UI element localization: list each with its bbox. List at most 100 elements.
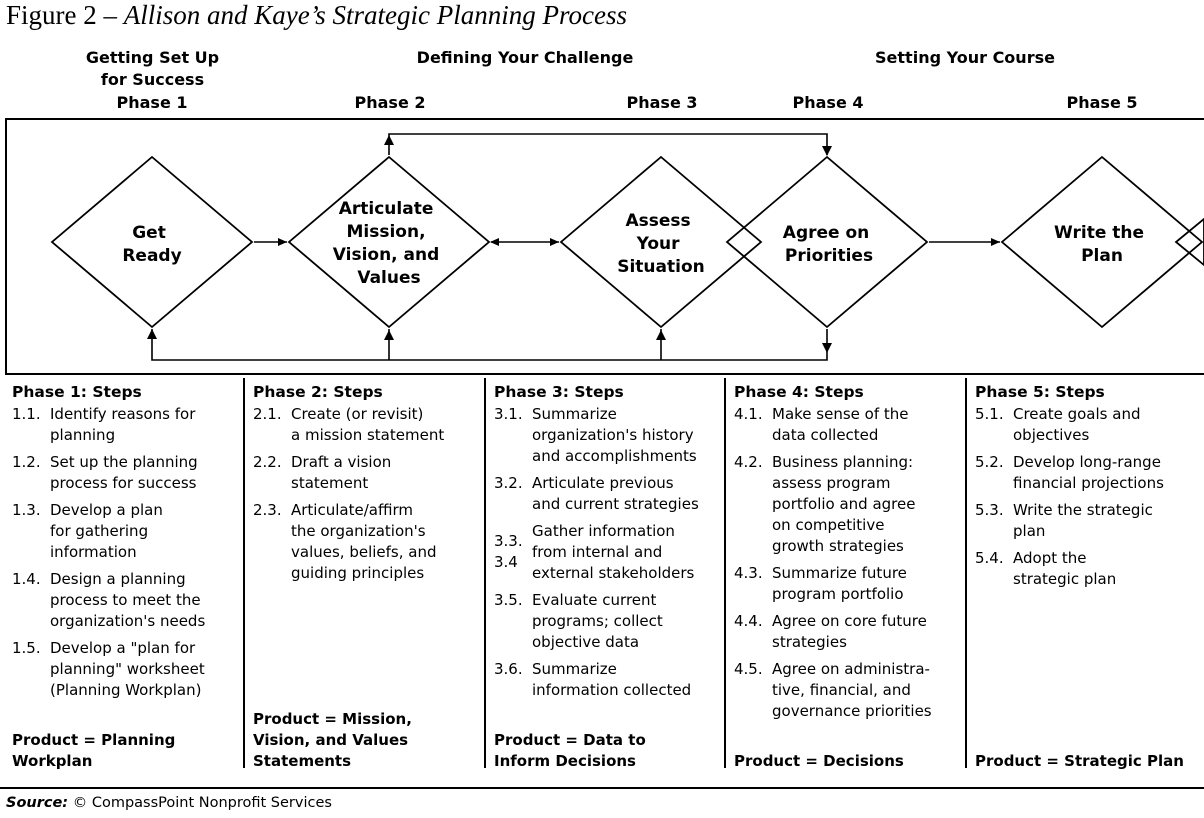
step-text: Make sense of the data collected (772, 405, 909, 444)
step-number: 4.5. (734, 660, 763, 678)
step-number: 3.2. (494, 474, 523, 492)
process-flow-diagram: Get Ready Articulate Mission, Vision, an… (5, 118, 1204, 375)
step-text: Write the strategic plan (1013, 501, 1153, 540)
figure-title: Figure 2 – Allison and Kaye’s Strategic … (6, 0, 627, 31)
step-text: Set up the planning process for success (50, 453, 198, 492)
step-number: 3.3. 3.4 (494, 532, 523, 571)
list-item: 4.1. Make sense of the data collected (734, 404, 963, 446)
step-text: Business planning: assess program portfo… (772, 453, 916, 555)
steps-heading: Phase 5: Steps (975, 383, 1105, 401)
phase-header-1: Phase 1 (116, 93, 188, 112)
list-item: 3.5.Evaluate current programs; collect o… (494, 590, 722, 653)
bottom-rule (0, 787, 1204, 789)
step-text: Design a planning process to meet the or… (50, 570, 206, 630)
product-phase-3: Product = Data to Inform Decisions (494, 731, 646, 770)
source-credit: Source: © CompassPoint Nonprofit Service… (6, 795, 332, 811)
diamond-partial-edge (1174, 217, 1204, 267)
column-divider-3 (724, 378, 726, 768)
step-text: Adopt the strategic plan (1013, 549, 1117, 588)
list-item: 2.2.Draft a vision statement (253, 452, 481, 494)
list-item: 1.4. Design a planning process to meet th… (12, 569, 240, 632)
list-item: 5.4. Adopt the strategic plan (975, 548, 1201, 590)
diamond-assess-situation (559, 155, 763, 329)
loop-bottom-arrowhead-phase1 (147, 329, 157, 339)
source-text: © CompassPoint Nonprofit Services (72, 795, 332, 811)
list-item: 4.4.Agree on core future strategies (734, 611, 963, 653)
phase-header-5: Phase 5 (1066, 93, 1138, 112)
loop-top-arrowhead-down (822, 146, 832, 156)
step-text: Summarize organization's history and acc… (532, 405, 697, 465)
product-phase-5: Product = Strategic Plan (975, 752, 1184, 770)
diagram-frame (5, 118, 1204, 375)
source-label: Source: (6, 795, 69, 811)
diamond-agree-priorities (725, 155, 929, 329)
product-phase-1: Product = Planning Workplan (12, 731, 176, 770)
loop-top-connector (388, 133, 828, 155)
loop-bottom-connector (151, 329, 828, 361)
list-item: 3.2.Articulate previous and current stra… (494, 473, 722, 515)
step-text: Summarize future program portfolio (772, 564, 907, 603)
step-number: 4.1. (734, 405, 763, 423)
list-item: 2.3. Articulate/affirm the organization's… (253, 500, 481, 584)
step-number: 1.3. (12, 501, 41, 519)
list-item: 4.5. Agree on administra- tive, financial… (734, 659, 963, 722)
steps-column-phase-3: Phase 3: Steps 3.1. Summarize organizatio… (494, 382, 722, 772)
step-text: Develop a plan for gathering information (50, 501, 163, 561)
step-number: 5.4. (975, 549, 1004, 567)
step-text: Summarize information collected (532, 660, 692, 699)
steps-heading: Phase 3: Steps (494, 383, 624, 401)
list-item: 1.5. Develop a "plan for planning" worksh… (12, 638, 240, 701)
step-text: Agree on core future strategies (772, 612, 927, 651)
step-number: 1.4. (12, 570, 41, 588)
step-number: 3.1. (494, 405, 523, 423)
loop-bottom-arrowhead-phase4 (822, 343, 832, 353)
diamond-get-ready (50, 155, 254, 329)
diamond-label-agree: Agree on Priorities (783, 223, 875, 266)
column-divider-2 (484, 378, 486, 768)
step-number: 1.2. (12, 453, 41, 471)
product-phase-2: Product = Mission, Vision, and Values St… (253, 710, 412, 770)
step-text: Develop a "plan for planning" worksheet … (50, 639, 205, 699)
list-item: 1.3. Develop a plan for gathering informa… (12, 500, 240, 563)
step-number: 5.2. (975, 453, 1004, 471)
steps-heading: Phase 1: Steps (12, 383, 142, 401)
list-item: 4.3. Summarize future program portfolio (734, 563, 963, 605)
steps-column-phase-5: Phase 5: Steps 5.1. Create goals and obje… (975, 382, 1201, 772)
column-divider-4 (965, 378, 967, 768)
loop-bottom-arrowhead-phase3 (656, 330, 666, 340)
steps-column-phase-1: Phase 1: Steps 1.1.Identify reasons for … (12, 382, 240, 772)
step-number: 4.2. (734, 453, 763, 471)
stage-defining-challenge: Defining Your Challenge (416, 48, 634, 67)
step-text: Create goals and objectives (1013, 405, 1141, 444)
step-text: Identify reasons for planning (50, 405, 196, 444)
stage-setting-course: Setting Your Course (875, 48, 1055, 67)
step-number: 1.5. (12, 639, 41, 657)
step-number: 5.3. (975, 501, 1004, 519)
list-item: 2.1.Create (or revisit) a mission statem… (253, 404, 481, 446)
list-item: 3.6.Summarize information collected (494, 659, 722, 701)
column-divider-1 (243, 378, 245, 768)
product-phase-4: Product = Decisions (734, 752, 904, 770)
list-item: 1.2. Set up the planning process for succ… (12, 452, 240, 494)
step-text: Articulate/affirm the organization's val… (291, 501, 437, 582)
phase-header-2: Phase 2 (354, 93, 426, 112)
phase-header-3: Phase 3 (626, 93, 698, 112)
diamond-articulate-mission (287, 155, 491, 329)
stage-getting-set-up: Getting Set Up for Success (85, 48, 220, 89)
diamond-label-get-ready: Get Ready (122, 223, 181, 266)
steps-column-phase-2: Phase 2: Steps 2.1.Create (or revisit) a… (253, 382, 481, 772)
steps-column-phase-4: Phase 4: Steps 4.1.Make sense of the dat… (734, 382, 963, 772)
step-number: 4.3. (734, 564, 763, 582)
step-number: 2.1. (253, 405, 282, 423)
diamond-write-plan (1000, 155, 1204, 329)
phase-header-4: Phase 4 (792, 93, 864, 112)
step-number: 5.1. (975, 405, 1004, 423)
diamond-label-assess: Assess Your Situation (617, 211, 705, 277)
list-item: 5.1. Create goals and objectives (975, 404, 1201, 446)
step-text: Evaluate current programs; collect objec… (532, 591, 663, 651)
figure-title-text: Allison and Kaye’s Strategic Planning Pr… (123, 0, 627, 30)
step-text: Agree on administra- tive, financial, an… (772, 660, 932, 720)
list-item: 5.3. Write the strategic plan (975, 500, 1201, 542)
step-number: 2.3. (253, 501, 282, 519)
